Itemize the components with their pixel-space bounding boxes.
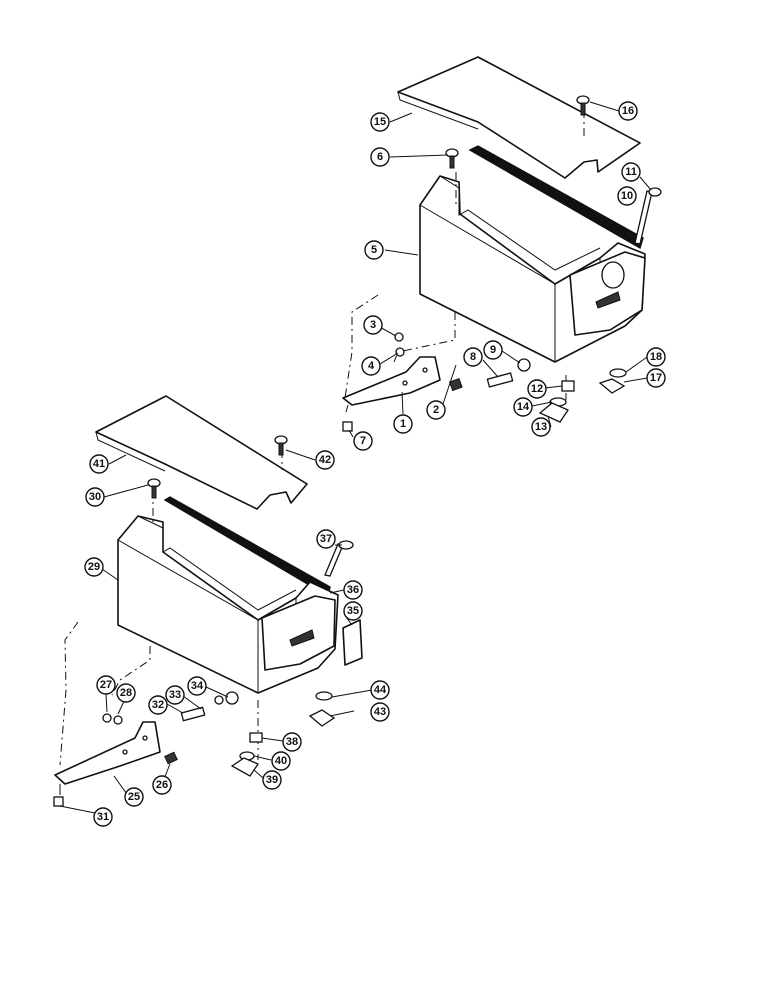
upper-lid	[397, 56, 641, 179]
lower-plate-35	[342, 619, 363, 666]
svg-text:18: 18	[650, 351, 662, 363]
svg-text:43: 43	[374, 706, 386, 718]
svg-text:35: 35	[347, 605, 359, 617]
callout-25: 25	[124, 787, 144, 807]
upper-seal-strip	[468, 145, 644, 250]
upper-assembly	[342, 56, 662, 432]
callout-30: 30	[85, 487, 105, 507]
svg-text:34: 34	[191, 680, 204, 692]
callout-4: 4	[361, 356, 381, 376]
svg-text:1: 1	[400, 418, 406, 430]
callout-1: 1	[393, 414, 413, 434]
callout-5: 5	[364, 240, 384, 260]
callout-9: 9	[483, 340, 503, 360]
callout-8: 8	[463, 347, 483, 367]
lower-lid	[95, 395, 308, 510]
callout-32: 32	[148, 695, 168, 715]
svg-text:5: 5	[371, 244, 377, 256]
callout-31: 31	[93, 807, 113, 827]
callout-10a: 10	[617, 186, 637, 206]
svg-text:30: 30	[89, 491, 101, 503]
callout-3: 3	[363, 315, 383, 335]
callout-34: 34	[187, 676, 207, 696]
callout-18: 18	[646, 347, 666, 367]
svg-text:42: 42	[319, 454, 331, 466]
callout-35: 35	[343, 601, 363, 621]
svg-text:2: 2	[433, 404, 439, 416]
svg-text:36: 36	[347, 584, 359, 596]
callout-43: 43	[370, 702, 390, 722]
callout-37: 37	[316, 529, 336, 549]
callouts: 1 2 3 4 5 6 7 8 9 10 11 12 13 14 15 16 1…	[84, 101, 666, 827]
callout-26: 26	[152, 775, 172, 795]
svg-text:29: 29	[88, 561, 100, 573]
callout-7: 7	[353, 431, 373, 451]
lower-assembly	[53, 395, 363, 807]
callout-36: 36	[343, 580, 363, 600]
svg-text:28: 28	[120, 687, 132, 699]
svg-text:41: 41	[93, 458, 105, 470]
svg-text:6: 6	[377, 151, 383, 163]
svg-text:15: 15	[374, 116, 386, 128]
callout-6: 6	[370, 147, 390, 167]
callout-44: 44	[370, 680, 390, 700]
svg-text:26: 26	[156, 779, 168, 791]
callout-27: 27	[96, 675, 116, 695]
callout-16: 16	[618, 101, 638, 121]
svg-text:3: 3	[370, 319, 376, 331]
lower-hardware	[53, 435, 354, 807]
callout-2: 2	[426, 400, 446, 420]
lower-side-plate	[261, 595, 336, 671]
callout-17: 17	[646, 368, 666, 388]
callout-33: 33	[165, 685, 185, 705]
svg-text:37: 37	[320, 533, 332, 545]
svg-text:7: 7	[360, 435, 366, 447]
callout-13: 13	[531, 417, 551, 437]
callout-11: 11	[621, 162, 641, 182]
svg-text:40: 40	[275, 755, 287, 767]
callout-39: 39	[262, 770, 282, 790]
svg-text:14: 14	[517, 401, 530, 413]
svg-text:44: 44	[374, 684, 387, 696]
svg-text:8: 8	[470, 351, 476, 363]
svg-text:4: 4	[368, 360, 375, 372]
upper-side-plate	[569, 251, 646, 336]
svg-text:25: 25	[128, 791, 140, 803]
callout-14: 14	[513, 397, 533, 417]
leader-lines	[59, 101, 652, 817]
svg-text:16: 16	[622, 105, 634, 117]
svg-text:39: 39	[266, 774, 278, 786]
upper-bracket	[342, 356, 441, 406]
svg-text:17: 17	[650, 372, 662, 384]
callout-38: 38	[282, 732, 302, 752]
callout-29: 29	[84, 557, 104, 577]
svg-text:32: 32	[152, 699, 164, 711]
callout-42: 42	[315, 450, 335, 470]
callout-15: 15	[370, 112, 390, 132]
callout-12: 12	[527, 379, 547, 399]
svg-text:31: 31	[97, 811, 109, 823]
lower-bracket	[54, 721, 161, 785]
svg-text:33: 33	[169, 689, 181, 701]
lower-seal-strip	[163, 496, 331, 598]
svg-text:10: 10	[621, 190, 633, 202]
svg-text:11: 11	[625, 166, 637, 178]
callout-41: 41	[89, 454, 109, 474]
callout-40: 40	[271, 751, 291, 771]
callout-28: 28	[116, 683, 136, 703]
svg-text:27: 27	[100, 679, 112, 691]
svg-text:13: 13	[535, 421, 547, 433]
svg-text:9: 9	[490, 344, 496, 356]
svg-text:12: 12	[531, 383, 543, 395]
svg-text:38: 38	[286, 736, 298, 748]
